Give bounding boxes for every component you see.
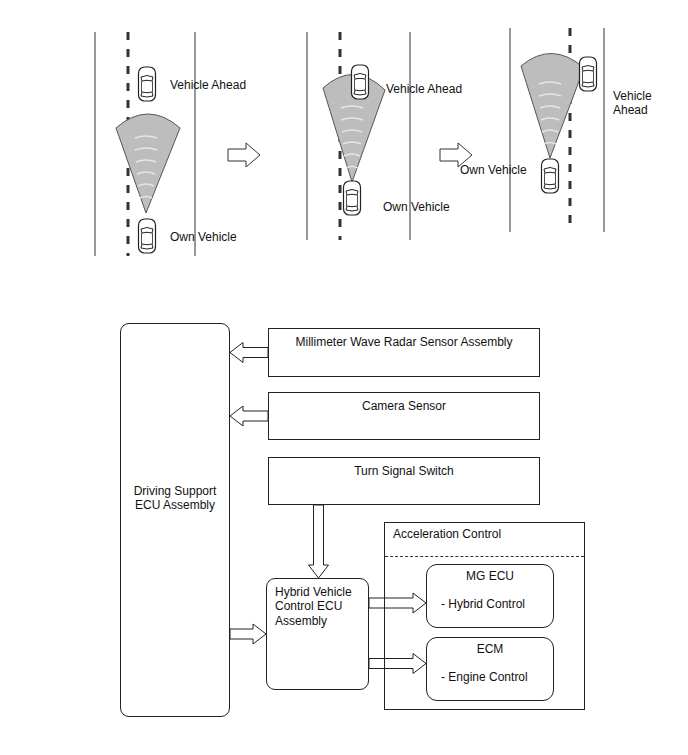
vehicle-label: Vehicle Ahead: [170, 78, 246, 92]
road-panel: [510, 28, 604, 232]
control-group: Acceleration Control MG ECU - Hybrid Contr…: [384, 522, 585, 710]
vehicle-label: Own Vehicle: [170, 230, 237, 244]
vehicle-label: Own Vehicle: [460, 163, 527, 177]
switch-box: Turn Signal Switch: [268, 457, 540, 505]
vehicle-label: Vehicle Ahead: [613, 89, 663, 118]
signal-arrow: [369, 593, 426, 613]
ecu-box: MG ECU - Hybrid Control: [426, 564, 554, 628]
signal-arrow: [369, 654, 426, 674]
node-title: Turn Signal Switch: [277, 464, 531, 478]
vehicle-label: Vehicle Ahead: [386, 82, 462, 96]
node-title: Camera Sensor: [277, 399, 531, 413]
signal-arrow: [230, 343, 268, 363]
node-detail: - Engine Control: [435, 670, 545, 684]
ecu-box: ECM - Engine Control: [426, 637, 554, 701]
node-title: Millimeter Wave Radar Sensor Assembly: [277, 335, 531, 349]
signal-arrow: [230, 406, 268, 426]
transition-arrow: [228, 143, 260, 167]
ecu-box: Driving Support ECU Assembly: [120, 323, 230, 717]
node-title: MG ECU: [435, 569, 545, 583]
vehicle-label: Own Vehicle: [383, 200, 450, 214]
road-panel: [95, 32, 195, 256]
node-title: Acceleration Control: [393, 527, 576, 541]
ecu-box: Hybrid Vehicle Control ECU Assembly: [266, 578, 369, 690]
signal-arrow: [309, 505, 329, 578]
node-title: Driving Support ECU Assembly: [127, 484, 223, 513]
sensor-box: Millimeter Wave Radar Sensor Assembly: [268, 328, 540, 377]
dashed-divider: [385, 556, 584, 557]
sensor-box: Camera Sensor: [268, 392, 540, 440]
node-title: ECM: [435, 642, 545, 656]
node-detail: - Hybrid Control: [435, 597, 545, 611]
signal-arrow: [230, 624, 266, 644]
node-title: Hybrid Vehicle Control ECU Assembly: [275, 585, 360, 628]
